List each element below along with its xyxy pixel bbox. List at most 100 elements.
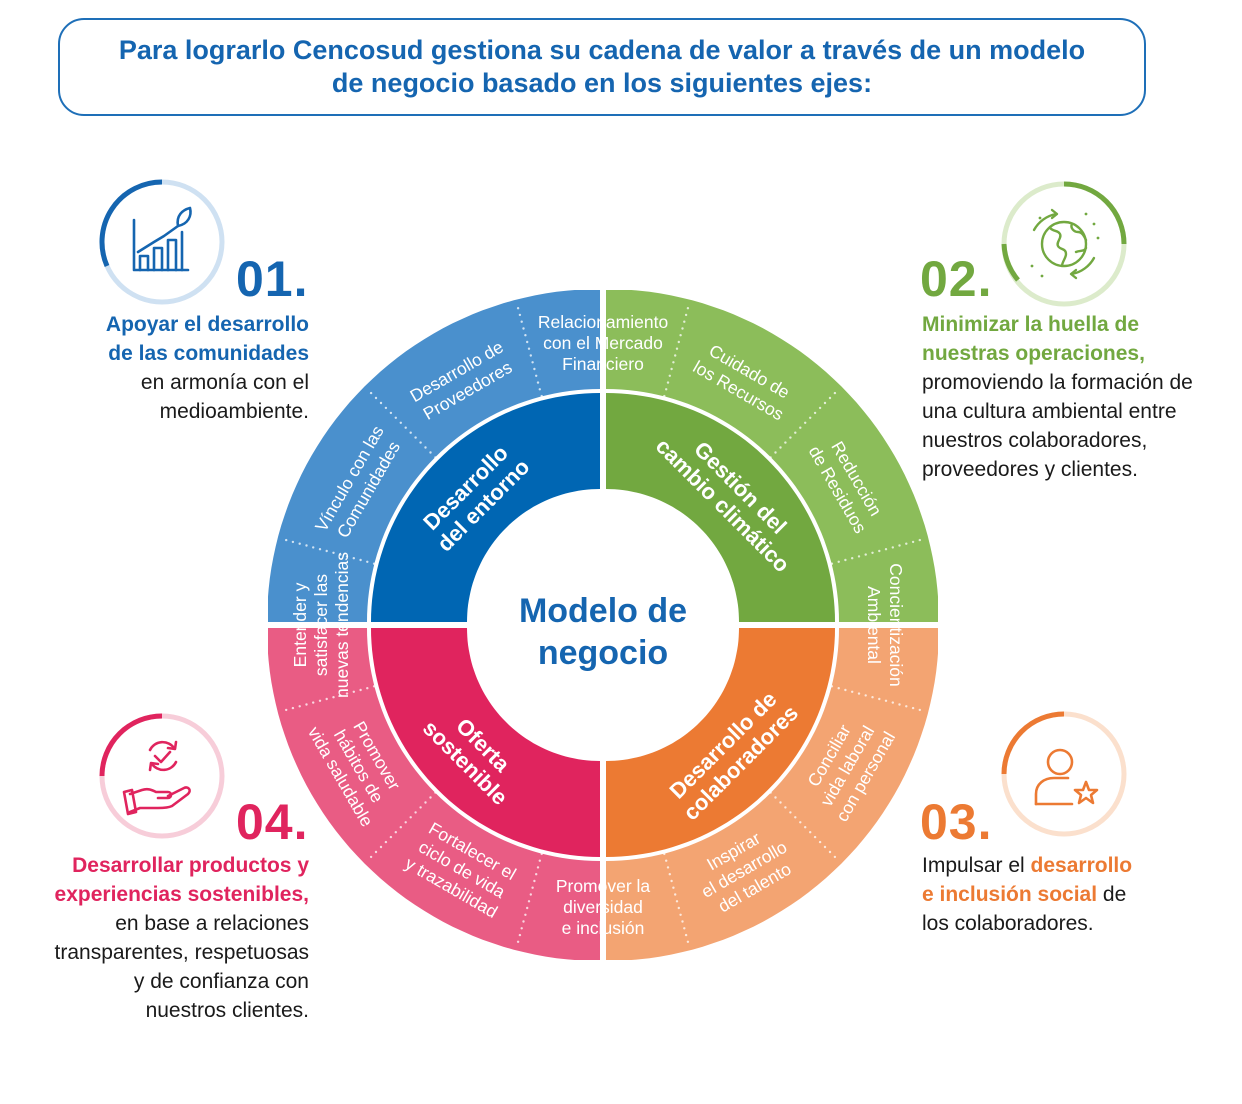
separator-dot [668,374,671,377]
separator-dot [857,692,861,695]
axis-02-text-2: una cultura ambiental entre [922,400,1177,423]
separator-dot [434,791,437,794]
outer-label-tendencias-line-2: satisfacer las [311,574,331,676]
separator-dot [379,401,383,405]
axis-02-text-3: nuestros colaboradores, [922,429,1148,452]
separator-dot [823,401,827,405]
axis-04-text-1: en base a relaciones [115,912,309,935]
separator-dot [339,553,342,556]
header-banner: Para lograrlo Cencosud gestiona su caden… [58,18,1146,116]
separator-dot [536,866,540,869]
separator-dot [666,866,670,869]
separator-dot [674,893,677,896]
separator-dot [779,801,782,804]
separator-dot [424,446,427,449]
axis-02-description: Minimizar la huella de nuestras operacio… [922,310,1193,484]
separator-dot [345,692,349,695]
separator-dot [809,831,812,834]
separator-dot [823,845,827,849]
separator-dot [531,886,534,889]
separator-dot [679,913,682,916]
header-line-1: Para lograrlo Cencosud gestiona su caden… [118,35,1086,65]
separator-dot [789,811,792,814]
separator-dot [918,708,921,712]
separator-dot [857,555,861,558]
separator-dot [789,436,792,439]
separator-dot [813,835,817,839]
separator-dot [522,920,525,923]
separator-dot [404,426,407,429]
separator-dot [409,431,412,434]
inner-ring-oferta [371,628,600,857]
axis-02-bold-1: Minimizar la huella de [922,313,1140,336]
outer-label-concientizacion: ConcientizaciónAmbiental [864,563,906,687]
separator-dot [419,806,422,809]
separator-dot [683,320,686,323]
separator-dot [374,850,378,854]
separator-dot [911,540,915,544]
separator-dot [389,835,393,839]
separator-dot [665,859,668,862]
separator-dot [527,347,531,350]
separator-dot [399,826,402,829]
separator-dot [533,879,536,883]
separator-dot [779,446,782,449]
separator-dot [674,354,677,357]
separator-dot [419,441,422,444]
separator-dot [285,708,288,712]
outer-label-tendencias-line-1: Entender y [290,582,310,667]
separator-dot [520,320,523,323]
separator-dot [298,705,301,708]
separator-dot [837,687,840,690]
axis-01-text-2: medioambiente. [159,400,309,423]
separator-dot [670,367,673,371]
separator-dot [898,544,901,547]
axis-01-description: Apoyar el desarrollo de las comunidades … [106,310,309,426]
separator-dot [891,546,894,549]
separator-dot [291,706,295,710]
separator-dot [369,391,373,395]
separator-dot [518,933,522,937]
separator-dot [414,811,417,814]
separator-dot [818,840,822,844]
separator-dot [837,560,840,563]
outer-label-diversidad-line-3: e inclusión [562,918,645,938]
separator-dot [520,927,523,930]
separator-dot [538,388,541,391]
outer-label-concientizacion-line-2: Ambiental [864,586,884,664]
hand-check-icon [99,713,225,839]
separator-dot [536,381,540,384]
separator-dot [684,313,688,317]
axis-01-number: 01. [236,251,309,307]
center-title-line-1: Modelo de [519,592,687,630]
inner-ring-cambio [606,393,835,622]
separator-dot [818,406,822,410]
separator-dot [332,696,335,699]
separator-dot [518,313,522,317]
separator-dot [911,706,915,710]
separator-dot [535,374,538,377]
separator-dot [670,879,673,883]
separator-dot [345,555,349,558]
outer-ring-cambio [606,290,938,622]
separator-dot [526,906,529,910]
separator-dot [540,394,543,398]
separator-dot [905,542,908,545]
separator-dot [531,361,534,364]
separator-dot [516,307,520,310]
axis-03-text-1a: Impulsar el [922,854,1031,877]
separator-dot [389,411,393,415]
axis-02-number: 02. [920,251,993,307]
separator-dot [535,873,538,876]
separator-dot [828,396,832,400]
separator-dot [332,551,335,554]
axis-03-text-2b: de [1097,883,1127,906]
separator-dot [677,906,680,910]
axis-04-number: 04. [236,794,309,850]
separator-dot [918,538,921,542]
separator-dot [366,687,369,690]
separator-dot [665,388,668,391]
